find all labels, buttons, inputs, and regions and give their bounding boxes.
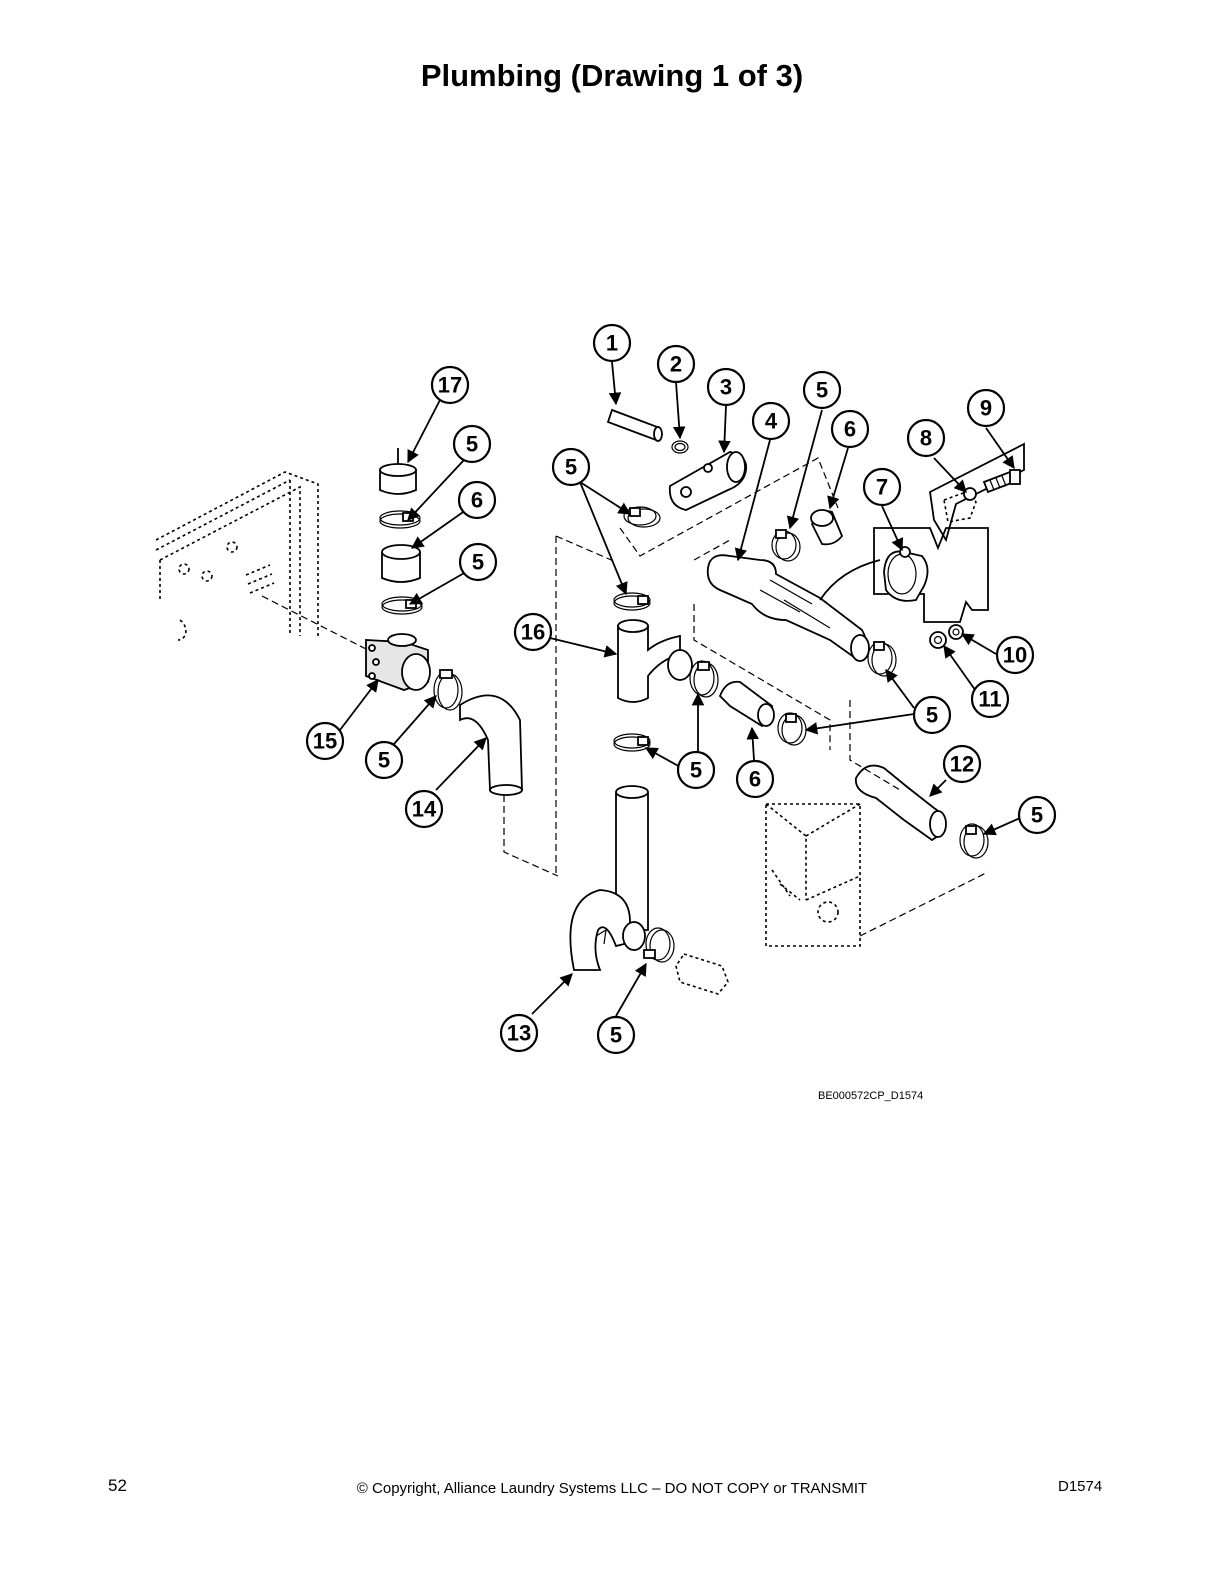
callout-5-b: 5: [452, 424, 492, 464]
bracket-inset: [873, 442, 1025, 649]
svg-text:7: 7: [876, 475, 888, 500]
callout-6-b: 6: [457, 480, 497, 520]
callout-5-d: 5: [551, 447, 591, 487]
callout-11: 11: [970, 679, 1010, 719]
svg-text:5: 5: [926, 703, 938, 728]
svg-text:12: 12: [950, 752, 974, 777]
callout-4: 4: [751, 401, 791, 441]
callout-5-c: 5: [458, 542, 498, 582]
callout-5-e: 5: [912, 695, 952, 735]
svg-text:5: 5: [1031, 803, 1043, 828]
callout-5-f: 5: [364, 740, 404, 780]
page-number: 52: [108, 1476, 127, 1495]
svg-text:14: 14: [412, 797, 437, 822]
callout-14: 14: [404, 789, 444, 829]
callout-12: 12: [942, 744, 982, 784]
document-code: D1574: [1058, 1478, 1103, 1495]
callout-5-h: 5: [1017, 795, 1057, 835]
callouts: 1 2 3 4 5 6 7 8 9 17 5 6 5 5 16 10 11 5 …: [305, 323, 1057, 1055]
svg-text:5: 5: [565, 455, 577, 480]
svg-text:5: 5: [472, 550, 484, 575]
svg-text:6: 6: [749, 767, 761, 792]
svg-text:5: 5: [466, 432, 478, 457]
svg-text:16: 16: [521, 620, 545, 645]
leader-lines: [339, 361, 1021, 1017]
drawing-id: BE000572CP_D1574: [818, 1090, 924, 1102]
lower-right-parts: [718, 680, 989, 947]
callout-5-g: 5: [676, 750, 716, 790]
svg-text:6: 6: [471, 488, 483, 513]
center-stack-parts: [555, 535, 729, 995]
svg-text:17: 17: [438, 373, 462, 398]
cabinet-frame: [155, 471, 369, 651]
callout-5-i: 5: [596, 1015, 636, 1055]
callout-3: 3: [706, 367, 746, 407]
callout-9: 9: [966, 388, 1006, 428]
svg-text:13: 13: [507, 1021, 531, 1046]
callout-1: 1: [592, 323, 632, 363]
svg-text:3: 3: [720, 375, 732, 400]
callout-6-c: 6: [735, 759, 775, 799]
callout-13: 13: [499, 1013, 539, 1053]
svg-text:4: 4: [765, 409, 778, 434]
callout-2: 2: [656, 344, 696, 384]
callout-5-a: 5: [802, 370, 842, 410]
callout-15: 15: [305, 721, 345, 761]
svg-text:5: 5: [690, 758, 702, 783]
svg-text:11: 11: [978, 687, 1001, 712]
svg-text:1: 1: [606, 331, 618, 356]
callout-8: 8: [906, 418, 946, 458]
svg-text:5: 5: [816, 378, 828, 403]
callout-10: 10: [995, 635, 1035, 675]
svg-text:6: 6: [844, 417, 856, 442]
copyright-notice: © Copyright, Alliance Laundry Systems LL…: [356, 1480, 868, 1497]
svg-text:2: 2: [670, 352, 682, 377]
svg-text:9: 9: [980, 396, 992, 421]
svg-text:10: 10: [1003, 643, 1027, 668]
svg-text:8: 8: [920, 426, 932, 451]
page-title: Plumbing (Drawing 1 of 3): [420, 58, 804, 93]
callout-6-a: 6: [830, 409, 870, 449]
svg-text:5: 5: [378, 748, 390, 773]
svg-text:15: 15: [313, 729, 337, 754]
callout-7: 7: [862, 467, 902, 507]
callout-16: 16: [513, 612, 553, 652]
upper-right-parts: [606, 408, 897, 750]
callout-17: 17: [430, 365, 470, 405]
svg-text:5: 5: [610, 1023, 622, 1048]
